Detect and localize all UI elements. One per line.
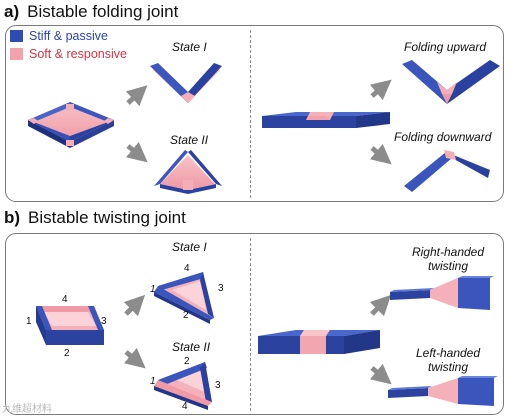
state1-vfold <box>150 63 222 103</box>
s1-label-1: 1 <box>150 284 156 295</box>
legend-soft: Soft & responsive <box>10 47 127 61</box>
arrow-tw-state1 <box>123 294 146 317</box>
s2-label-2: 2 <box>184 356 190 367</box>
arrow-tw-state2 <box>123 347 146 369</box>
arrow-right-handed <box>369 294 392 317</box>
panel-b-divider <box>250 238 251 411</box>
tw-state1-label: State I <box>172 240 207 254</box>
panel-a-letter: a) <box>4 2 20 21</box>
fold-upward <box>402 60 500 104</box>
square-frame <box>28 102 114 148</box>
arrow-state1 <box>125 85 148 107</box>
panel-b-letter: b) <box>4 208 21 227</box>
s1-label-2: 2 <box>183 310 189 321</box>
state2-tent <box>154 150 222 194</box>
fold-downward <box>404 150 490 192</box>
state2-label: State II <box>170 133 209 147</box>
legend-stiff-swatch <box>10 30 23 42</box>
flat-twist-frame <box>36 306 104 345</box>
panel-a-title: Bistable folding joint <box>27 2 179 21</box>
arrow-left-handed <box>369 363 392 385</box>
flat-label-3: 3 <box>101 316 107 327</box>
left-handed-label: Left-handed twisting <box>415 346 481 374</box>
panel-a-divider <box>250 30 251 198</box>
arrow-state2 <box>125 141 148 163</box>
arrow-fold-up <box>369 79 392 101</box>
twist-state1 <box>154 272 214 324</box>
flat-label-1: 1 <box>26 316 32 327</box>
arrow-fold-down <box>369 143 392 165</box>
flat-label-2: 2 <box>64 348 70 359</box>
folding-beam-flat <box>262 112 390 128</box>
right-handed-label: Right-handed twisting <box>411 245 485 273</box>
panel-b-heading: b) Bistable twisting joint <box>4 208 186 228</box>
s2-label-4: 4 <box>182 401 188 412</box>
legend-soft-label: Soft & responsive <box>29 47 127 61</box>
legend-soft-swatch <box>10 48 23 60</box>
s1-label-4: 4 <box>184 263 190 274</box>
panel-b-title: Bistable twisting joint <box>28 208 186 227</box>
twisting-beam-flat <box>258 330 380 354</box>
right-handed-twist <box>390 276 494 310</box>
legend-stiff-label: Stiff & passive <box>29 29 108 43</box>
watermark: 九维超材料 <box>2 404 52 415</box>
tw-state2-label: State II <box>172 340 211 354</box>
s2-label-3: 3 <box>215 380 221 391</box>
folding-downward-label: Folding downward <box>394 130 492 144</box>
panel-a-heading: a) Bistable folding joint <box>4 2 178 22</box>
s1-label-3: 3 <box>218 283 224 294</box>
state1-label: State I <box>172 40 207 54</box>
s2-label-1: 1 <box>150 376 156 387</box>
folding-upward-label: Folding upward <box>404 40 487 54</box>
legend-stiff: Stiff & passive <box>10 29 108 43</box>
left-handed-twist <box>388 376 498 406</box>
twist-state2 <box>154 362 212 410</box>
flat-label-4: 4 <box>62 294 68 305</box>
